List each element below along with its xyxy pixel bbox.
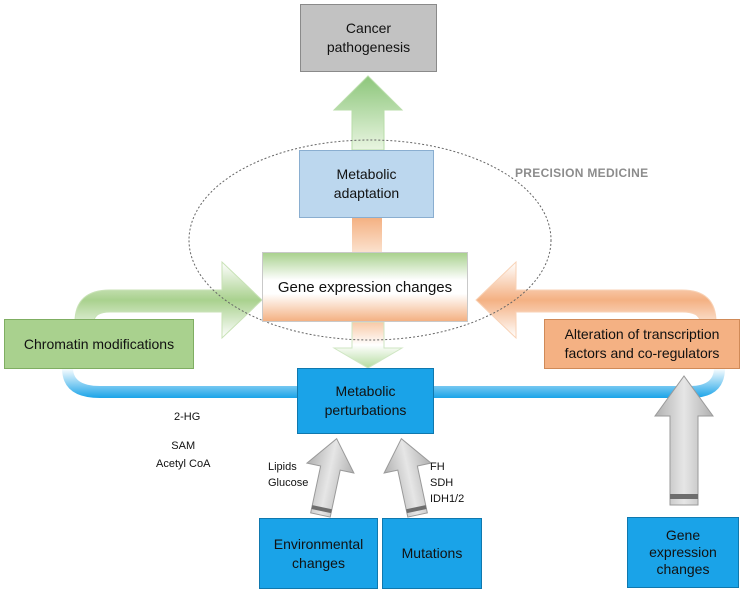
chromatin-modifications-box: Chromatin modifications (4, 319, 194, 369)
environmental-changes-text: Environmental changes (273, 535, 364, 571)
alteration-transcription-text: Alteration of transcription factors and … (564, 326, 720, 361)
mutated-genes-label: FH SDH IDH1/2 (430, 461, 465, 505)
precision-medicine-ellipse (188, 139, 552, 341)
orange-curved-arrow (475, 260, 717, 340)
gene-expression-changes-bottom-box: Gene expression changes (627, 517, 739, 588)
gene-expression-changes-text: Gene expression changes (277, 278, 453, 296)
down-arrow-gene-to-metabolic (332, 321, 404, 369)
cancer-pathogenesis-box: Cancer pathogenesis (300, 4, 437, 72)
mutations-text: Mutations (401, 545, 463, 561)
metabolites-sam-acetyl-label: SAM Acetyl CoA (156, 440, 211, 470)
metabolic-adaptation-text: Metabolic adaptation (333, 166, 400, 201)
green-up-arrow (332, 75, 404, 151)
chromatin-modifications-text: Chromatin modifications (23, 335, 175, 352)
lipids-glucose-label: Lipids Glucose (268, 461, 309, 489)
environmental-changes-box: Environmental changes (259, 518, 378, 589)
metabolic-perturbations-box: Metabolic perturbations (297, 368, 434, 434)
grey-arrow-mutations (383, 437, 433, 518)
green-curved-arrow (74, 260, 263, 340)
metabolic-perturbations-text: Metabolic perturbations (324, 383, 407, 418)
blue-loop-band (62, 368, 725, 398)
grey-arrow-environmental (305, 437, 355, 518)
metabolite-2hg-label: 2-HG (174, 411, 201, 423)
grey-arrow-gene-expression (654, 375, 714, 506)
gene-expression-changes-bottom-text: Gene expression changes (649, 527, 717, 577)
orange-up-connector (352, 218, 382, 252)
alteration-transcription-box: Alteration of transcription factors and … (544, 319, 740, 369)
metabolic-adaptation-box: Metabolic adaptation (299, 150, 434, 218)
cancer-pathogenesis-text: Cancer pathogenesis (326, 20, 411, 55)
gene-expression-changes-box: Gene expression changes (262, 252, 468, 322)
mutations-box: Mutations (382, 518, 482, 589)
precision-medicine-label: PRECISION MEDICINE (515, 166, 649, 180)
